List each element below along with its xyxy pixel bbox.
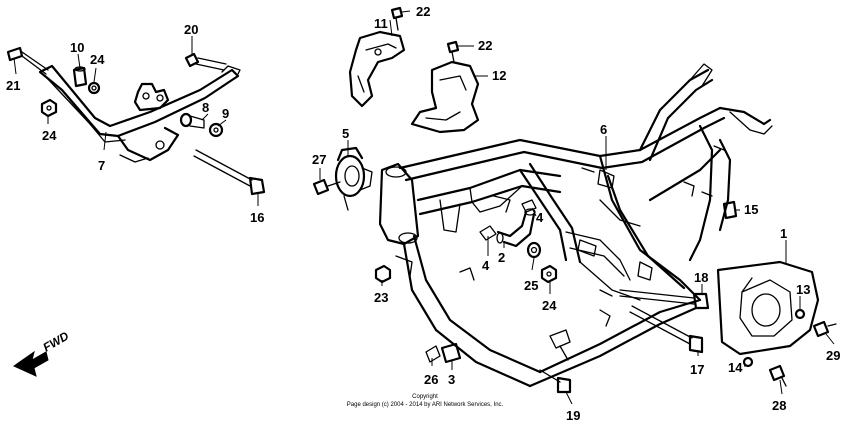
part-19-bolt[interactable] (539, 369, 572, 394)
part-9-washer[interactable] (208, 122, 224, 138)
part-4-clip-right[interactable] (521, 199, 537, 213)
callout-17: 17 (690, 362, 704, 377)
part-27-bolt[interactable] (312, 178, 341, 196)
callout-20: 20 (184, 22, 198, 37)
callout-24-center: 24 (542, 298, 557, 313)
callout-24-top: 24 (90, 52, 105, 67)
callout-21: 21 (6, 78, 20, 93)
callout-24-left: 24 (42, 128, 57, 143)
part-14-bolt[interactable] (742, 356, 754, 368)
part-8-collar[interactable] (179, 112, 205, 129)
callout-labels: 1 2 3 4 4 5 6 7 8 9 10 11 12 13 14 15 16… (6, 4, 840, 423)
callout-13: 13 (796, 282, 810, 297)
part-15-clip[interactable] (722, 200, 738, 220)
part-13-bolt[interactable] (794, 308, 806, 320)
part-2-hose[interactable] (496, 208, 536, 248)
callout-8: 8 (202, 100, 209, 115)
callout-11: 11 (374, 16, 388, 31)
callout-9: 9 (222, 106, 229, 121)
callout-18: 18 (694, 270, 708, 285)
callout-25: 25 (524, 278, 538, 293)
callout-22-mid: 22 (478, 38, 492, 53)
part-5-horn[interactable] (334, 146, 373, 211)
part-6-main-frame[interactable] (378, 63, 773, 388)
part-20-bolt[interactable] (184, 52, 227, 71)
part-23-nut[interactable] (374, 264, 392, 284)
part-28-bolt[interactable] (768, 364, 787, 387)
callout-4-left: 4 (482, 258, 490, 273)
part-17-bolt[interactable] (629, 305, 704, 354)
part-25-collar[interactable] (526, 241, 542, 259)
part-18-bolt[interactable] (619, 289, 710, 310)
callout-22-top: 22 (416, 4, 430, 19)
callout-3: 3 (448, 372, 455, 387)
callout-23: 23 (374, 290, 388, 305)
part-1-cover[interactable] (716, 260, 820, 356)
copyright-notice: Copyright Page design (c) 2004 - 2014 by… (347, 394, 504, 408)
part-22-bolt-mid[interactable] (446, 40, 460, 63)
callout-15: 15 (744, 202, 758, 217)
part-29-bolt[interactable] (812, 320, 837, 338)
fwd-arrow: FWD (12, 329, 72, 377)
callout-28: 28 (772, 398, 786, 413)
part-24-nut-left[interactable] (40, 98, 58, 118)
callout-5: 5 (342, 126, 349, 141)
callout-16: 16 (250, 210, 264, 225)
part-12-cover[interactable] (410, 60, 480, 134)
part-16-long-bolt[interactable] (193, 149, 266, 196)
part-4-clip-left[interactable] (479, 225, 497, 241)
callout-12: 12 (492, 68, 506, 83)
callout-19: 19 (566, 408, 580, 423)
callout-27: 27 (312, 152, 326, 167)
callout-1: 1 (780, 226, 787, 241)
part-3-grommet[interactable] (440, 342, 462, 364)
callout-29: 29 (826, 348, 840, 363)
part-10-collar[interactable] (72, 66, 88, 88)
part-22-bolt-top[interactable] (390, 6, 404, 31)
part-24-nut-top[interactable] (87, 81, 101, 95)
callout-14: 14 (728, 360, 743, 375)
part-11-bracket[interactable] (348, 30, 406, 108)
callout-2: 2 (498, 250, 505, 265)
part-26-clip[interactable] (425, 345, 441, 363)
copyright-line-2: Page design (c) 2004 - 2014 by ARI Netwo… (347, 402, 504, 408)
callout-4-right: 4 (536, 210, 544, 225)
part-24-nut-center[interactable] (540, 264, 558, 284)
callout-26: 26 (424, 372, 438, 387)
callout-7: 7 (98, 158, 105, 173)
copyright-line-1: Copyright (412, 394, 438, 400)
callout-6: 6 (600, 122, 607, 137)
leader-lines (13, 10, 835, 405)
part-7-subframe-bracket[interactable] (38, 64, 241, 163)
callout-10: 10 (70, 40, 84, 55)
fwd-label: FWD (41, 329, 72, 355)
part-21-bolt[interactable] (6, 46, 49, 75)
